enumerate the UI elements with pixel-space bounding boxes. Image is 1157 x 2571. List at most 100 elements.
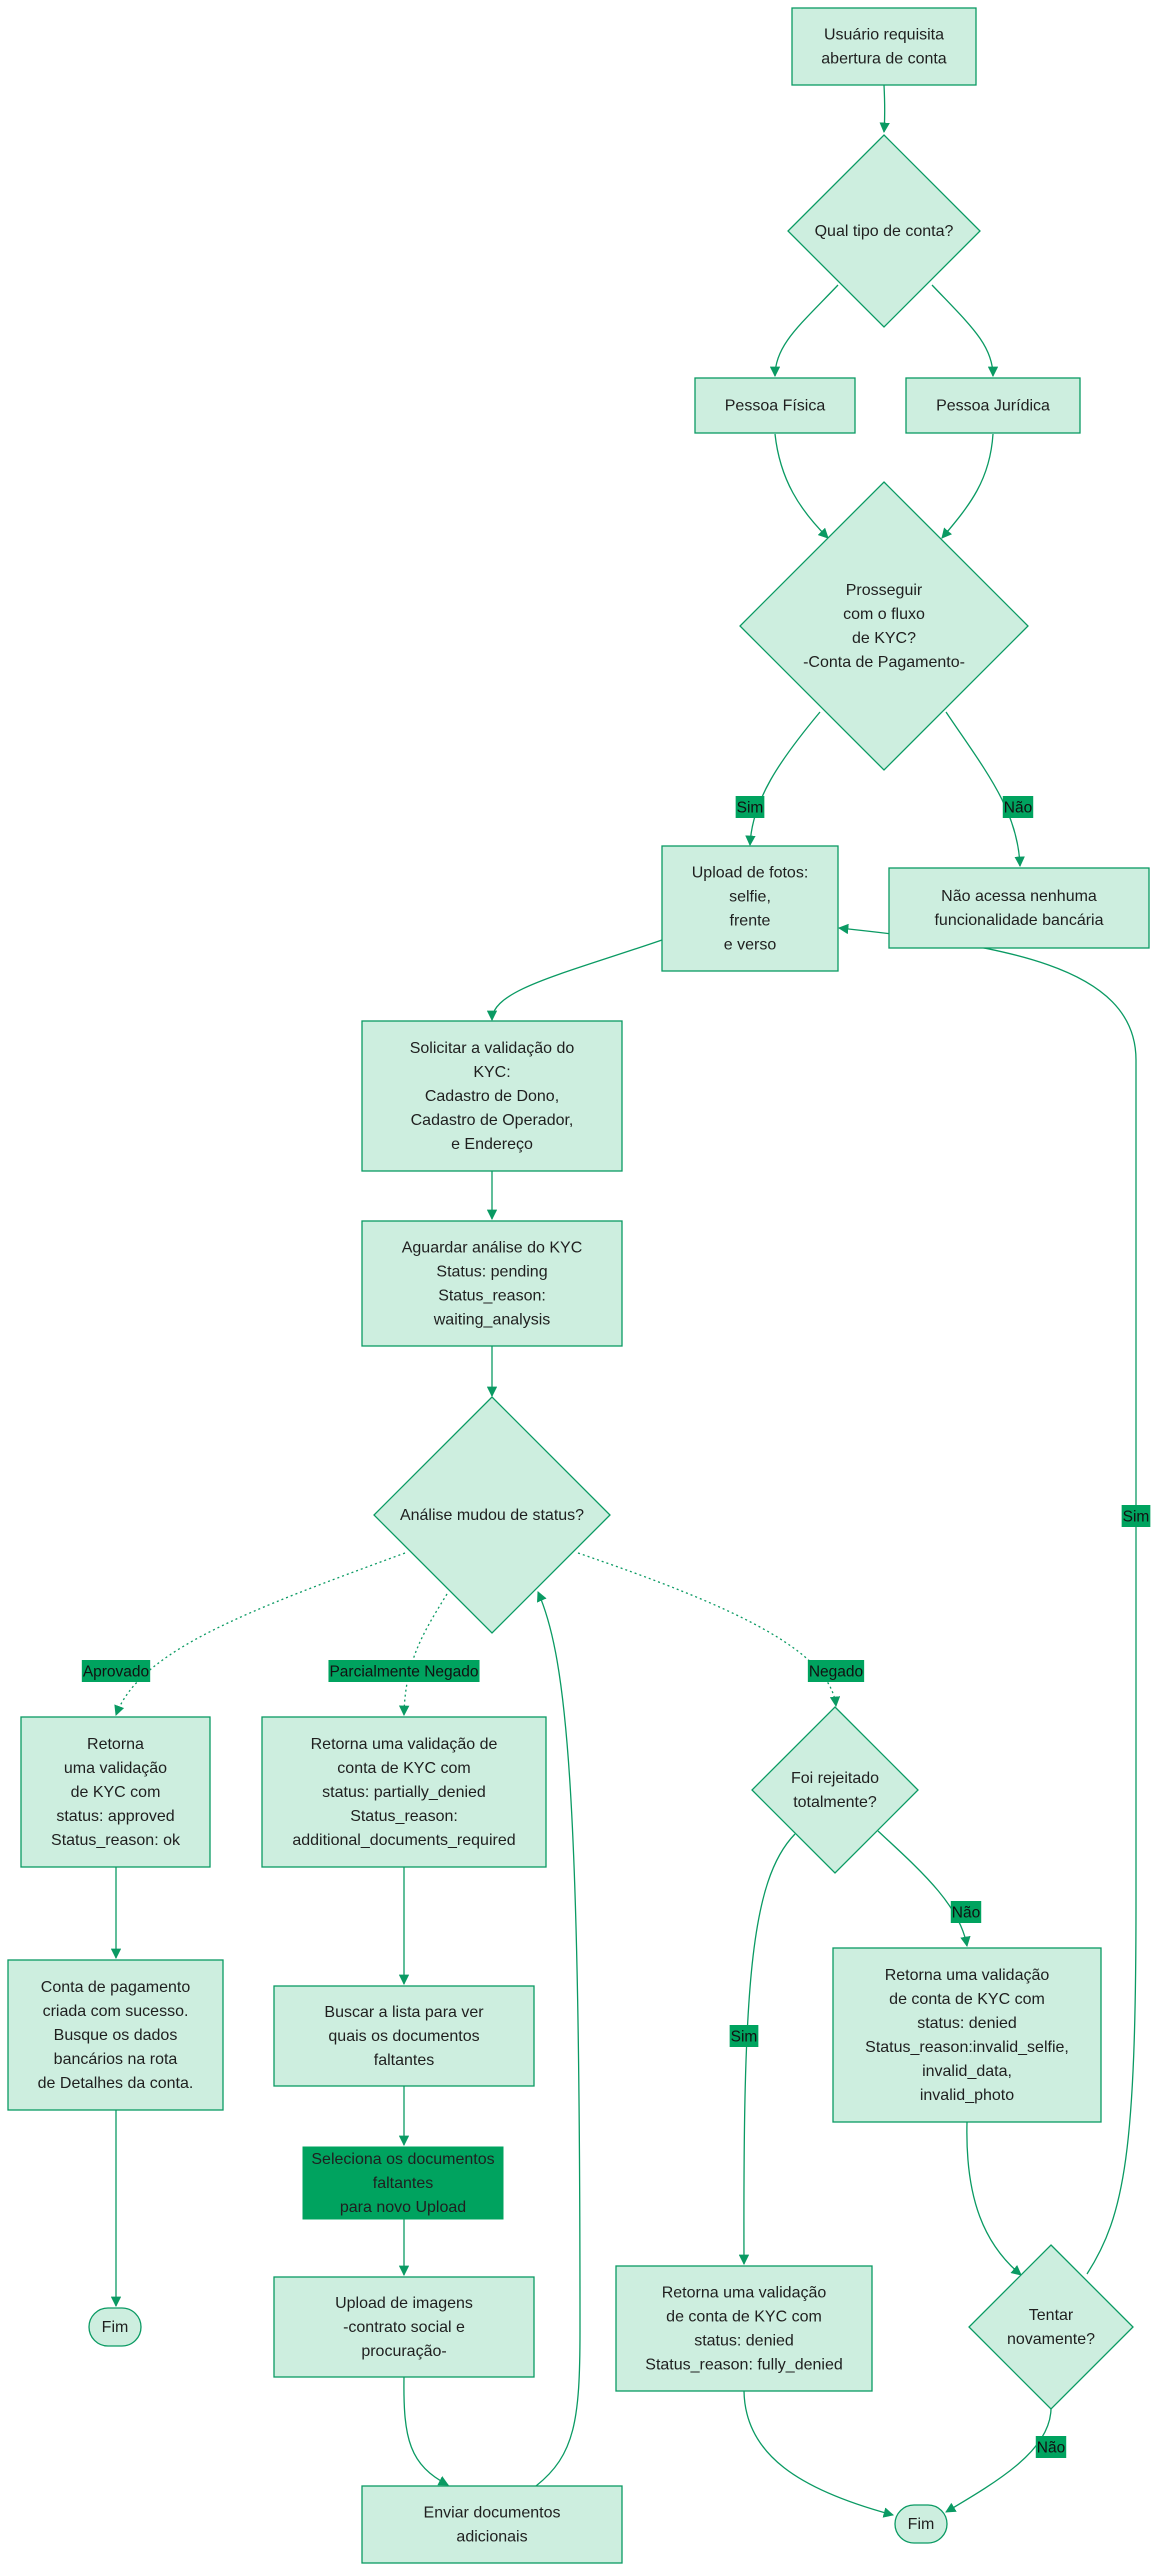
edge-kyc-to-upload [745, 711, 821, 847]
node-label-line: Status_reason:invalid_selfie, [865, 2039, 1069, 2056]
node-label-line: Buscar a lista para ver [324, 2004, 484, 2021]
node-label: Fim [908, 2516, 935, 2533]
node-label-line: invalid_photo [920, 2087, 1014, 2104]
process-box [361, 1020, 623, 1172]
node-label-line: Conta de pagamento [41, 1979, 191, 1996]
process-box [905, 377, 1081, 434]
node-label-line: Upload de imagens [335, 2295, 473, 2312]
node-label-line: abertura de conta [821, 51, 947, 68]
node-label-line: KYC: [473, 1064, 510, 1081]
process-box [261, 1716, 547, 1868]
node-label-line: -Conta de Pagamento- [803, 654, 965, 671]
node-label-line: adicionais [456, 2529, 527, 2546]
process-box [791, 7, 977, 86]
node-label-line: Status_reason: [438, 1288, 546, 1305]
node-label-line: de KYC? [852, 630, 916, 647]
node-label-line: totalmente? [793, 1794, 877, 1811]
edge-label-text: Não [952, 1905, 980, 1922]
node-label-line: Cadastro de Operador, [411, 1112, 574, 1129]
edge-tipo-to-pf [769, 284, 839, 378]
edge-label-bg [1035, 2436, 1067, 2458]
node-label-line: de KYC com [71, 1784, 161, 1801]
edge-label-analise-parcial: Parcialmente Negado [328, 1660, 480, 1682]
node-label-line: Pessoa Jurídica [936, 398, 1050, 415]
edge-label-text: Sim [731, 2029, 758, 2046]
node-label-line: Não acessa nenhuma [941, 888, 1097, 905]
node-label-line: status: denied [917, 2015, 1017, 2032]
node-label-line: Retorna [87, 1736, 144, 1753]
decision-diamond [787, 134, 981, 328]
edge-label-rej-invalid: Não [950, 1901, 982, 1923]
node-label-line: procuração- [361, 2343, 446, 2360]
edge-upload-to-solicitar [486, 939, 663, 1022]
node-label-line: conta de KYC com [337, 1760, 470, 1777]
node-label-line: de Detalhes da conta. [38, 2075, 194, 2092]
node-label-line: novamente? [1007, 2331, 1095, 2348]
edge-label-text: Negado [809, 1664, 863, 1681]
node-label-line: quais os documentos [328, 2028, 479, 2045]
node-label-line: Cadastro de Dono, [425, 1088, 559, 1105]
node-buscar: Buscar a lista para ver quais os document… [273, 1985, 535, 2087]
node-label-line: status: approved [56, 1808, 174, 1825]
node-start: Usuário requisita abertura de conta [791, 7, 977, 86]
edge-label-analise-aprovado: Aprovado [81, 1660, 151, 1682]
node-label-line: invalid_data, [922, 2063, 1012, 2080]
node-label-line: e Endereço [451, 1136, 533, 1153]
edge-label-bg [81, 1660, 151, 1682]
edge-label-kyc-nao: Não [1002, 796, 1034, 818]
node-label-line: Fim [102, 2319, 129, 2336]
edge-label-text: Não [1037, 2440, 1065, 2457]
node-label: Usuário requisita abertura de conta [821, 27, 947, 68]
node-label-line: faltantes [373, 2175, 433, 2192]
node-label-line: Aguardar análise do KYC [402, 1240, 583, 1257]
process-box [615, 2265, 873, 2392]
edge-label-rej-denied: Sim [729, 2025, 759, 2047]
node-label-line: criada com sucesso. [43, 2003, 189, 2020]
node-label-line: Qual tipo de conta? [815, 223, 954, 240]
node-label: Buscar a lista para ver quais os document… [324, 2004, 484, 2069]
node-label-line: Enviar documentos [424, 2505, 561, 2522]
node-label-line: Usuário requisita [824, 27, 944, 44]
node-label: Fim [102, 2319, 129, 2336]
edge-denied-to-fim2 [743, 2390, 895, 2518]
edge-label-text: Aprovado [83, 1664, 149, 1681]
edge-label-text: Parcialmente Negado [329, 1664, 478, 1681]
node-label-line: additional_documents_required [292, 1832, 515, 1849]
node-label-line: para novo Upload [340, 2199, 466, 2216]
node-pf: Pessoa Física [694, 377, 856, 434]
node-label: Pessoa Jurídica [936, 398, 1050, 415]
process-box [361, 1220, 623, 1347]
node-label-line: Pessoa Física [725, 398, 826, 415]
edge-label-bg [328, 1660, 480, 1682]
terminal-shape [88, 2307, 142, 2347]
node-label-line: Upload de fotos: [692, 865, 809, 882]
process-box [361, 2485, 623, 2564]
process-box [273, 1985, 535, 2087]
node-label: Pessoa Física [725, 398, 826, 415]
node-label: Qual tipo de conta? [815, 223, 954, 240]
node-label-line: de conta de KYC com [666, 2309, 822, 2326]
node-label-line: Status_reason: ok [51, 1832, 181, 1849]
node-label-line: waiting_analysis [433, 1312, 551, 1329]
edge-label-bg [729, 2025, 759, 2047]
process-box [888, 867, 1150, 949]
node-label: Análise mudou de status? [400, 1507, 584, 1524]
